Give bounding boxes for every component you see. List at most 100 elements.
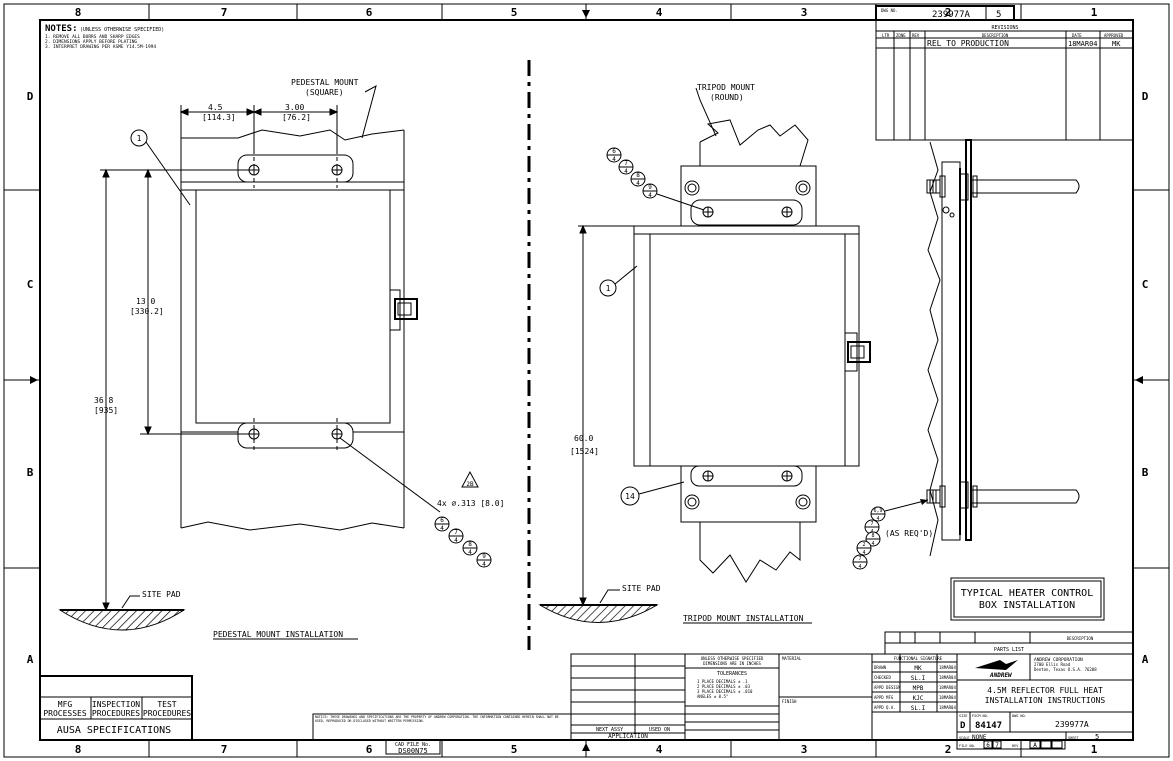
tripod-balloon-1-den: 4: [612, 156, 616, 163]
scale-label: SCALE: [959, 736, 970, 740]
zone-top-1: 1: [1091, 6, 1098, 19]
pedestal-dim-b: 3.00: [285, 103, 304, 112]
tripod-balloon-1-num: 6: [612, 148, 616, 155]
zone-top-2: 2: [945, 6, 952, 19]
rev-value: A: [1033, 742, 1037, 749]
pedestal-balloon-stack: 6 4 7 4 8 4 9 4: [434, 516, 492, 568]
tripod-dimensions: [578, 224, 634, 607]
dwg-no-label: DWG NO.: [1012, 714, 1027, 718]
zone-bottom-4: 4: [656, 743, 663, 756]
ausa-specifications: AUSA SPECIFICATIONS: [57, 725, 171, 736]
tripod-site-pad-label: SITE PAD: [622, 584, 661, 593]
pedestal-enclosure-door: [195, 189, 391, 424]
rev-col-approved: APPROVED: [1104, 33, 1124, 38]
pedestal-balloon-3-den: 4: [468, 549, 472, 556]
tripod-balloon-2-den: 4: [624, 168, 628, 175]
process-col-1-line-2: PROCESSES: [43, 709, 87, 718]
tripod-dim-total-mm: [1524]: [570, 447, 599, 456]
signoff-sig-1: MK: [914, 665, 922, 672]
signoff-sig-3: MPB: [913, 685, 924, 692]
pedestal-dim-b-mm: [76.2]: [282, 113, 311, 122]
tripod-balloon-stack: 6 4 7 4 8 4 9 4: [606, 147, 658, 199]
pedestal-latch: [389, 289, 401, 331]
side-balloon-4-den: 4: [862, 550, 865, 556]
zone-bottom-5: 5: [511, 743, 518, 756]
side-balloon-5-den: 4: [858, 564, 861, 570]
tripod-caption: TRIPOD MOUNT INSTALLATION: [683, 614, 804, 623]
tripod-item-14: 14: [625, 492, 635, 501]
tripod-bottom-bracket: [690, 465, 803, 487]
tripod-plate-nuts: [684, 180, 811, 510]
zone-top-5: 5: [511, 6, 518, 19]
tripod-enclosure: [633, 225, 860, 467]
pedestal-dim-total-mm: [935]: [94, 406, 118, 415]
pedestal-site-pad-label: SITE PAD: [142, 590, 181, 599]
rev-col-date: DATE: [1072, 33, 1082, 38]
dwg-no-value: 239977A: [1055, 720, 1089, 729]
notes-qualifier: (UNLESS OTHERWISE SPECIFIED): [80, 27, 164, 33]
material-label: MATERIAL: [782, 656, 802, 661]
company-logo-text: ANDREW: [989, 672, 1013, 679]
file-value-1: 6: [986, 742, 990, 749]
notes-title: NOTES:: [45, 24, 78, 34]
signoff-role-3: APPD DESIGN: [874, 685, 901, 690]
pedestal-item-1: 1: [137, 134, 142, 143]
process-col-2-line-2: PROCEDURES: [92, 709, 140, 718]
signoff-role-4: APPD MFG: [874, 695, 894, 700]
file-label: FILE NO.: [959, 744, 976, 748]
typical-box-line-2: BOX INSTALLATION: [979, 600, 1075, 611]
tripod-latch: [844, 332, 858, 372]
pedestal-balloon-4-den: 4: [482, 561, 486, 568]
pedestal-balloon-3-num: 8: [468, 541, 472, 548]
zone-bottom-6: 6: [366, 743, 373, 756]
side-balloon-stack: 6,9 4 7 4 8 4 2 4 7 4: [852, 506, 886, 570]
rev-col-description: DESCRIPTION: [982, 33, 1009, 38]
tol-rule-2: 2 PLACE DECIMALS ± .03: [697, 684, 751, 689]
notes-block: NOTES: (UNLESS OTHERWISE SPECIFIED) 1. R…: [45, 24, 164, 50]
rev-col-zone: ZONE: [896, 33, 906, 38]
tripod-site-pad: [538, 604, 659, 623]
process-col-1-line-1: MFG: [58, 700, 73, 709]
rev-row-description: REL TO PRODUCTION: [927, 39, 1009, 48]
tripod-top-bracket: [690, 199, 803, 226]
tripod-bolts: [702, 206, 793, 482]
tripod-item-1: 1: [606, 284, 611, 293]
rev-doc-label: DWG NO.: [881, 8, 898, 13]
notice-block: NOTICE: THESE DRAWINGS AND SPECIFICATION…: [312, 713, 572, 755]
signoff-date-4: 18MAR04: [939, 695, 956, 700]
signoff-role-5: APPD Q.A.: [874, 705, 896, 710]
cad-file-label: CAD FILE No.: [395, 742, 431, 748]
tripod-view: TRIPOD MOUNT (ROUND) 6 4 7 4 8 4 9: [538, 83, 871, 624]
pedestal-item-1-balloon: [130, 129, 148, 147]
zone-right-d: D: [1142, 90, 1149, 103]
tripod-balloon-3-den: 4: [636, 180, 640, 187]
zone-top-3: 3: [801, 6, 808, 19]
zone-right-b: B: [1142, 466, 1149, 479]
pedestal-balloon-2-num: 7: [454, 529, 458, 536]
typical-heater-box-label: TYPICAL HEATER CONTROL BOX INSTALLATION: [950, 577, 1105, 621]
sheet-value: 5: [1095, 733, 1099, 741]
pedestal-dim-a-mm: [114.3]: [202, 113, 236, 122]
application-used-on: USED ON: [649, 727, 670, 733]
signoff-date-1: 18MAR04: [939, 665, 956, 670]
tripod-item-1-balloon: [599, 279, 617, 297]
signoff-date-5: 18MAR04: [939, 705, 956, 710]
side-balloon-1-num: 6,9: [873, 508, 882, 514]
tol-line-2: DIMENSIONS ARE IN INCHES: [703, 661, 761, 666]
tripod-pole: [699, 119, 809, 583]
zone-left-a: A: [27, 653, 34, 666]
zone-right-c: C: [1142, 278, 1149, 291]
drawing-title-2: INSTALLATION INSTRUCTIONS: [985, 696, 1106, 705]
zone-top-4: 4: [656, 6, 663, 19]
process-col-2-line-1: INSPECTION: [92, 700, 140, 709]
tol-line-1: UNLESS OTHERWISE SPECIFIED: [701, 656, 764, 661]
side-balloon-3-num: 8: [871, 533, 874, 539]
tripod-enclosure-door: [649, 233, 846, 467]
process-col-3-line-2: PROCEDURES: [143, 709, 191, 718]
pedestal-balloon-1-den: 4: [440, 525, 444, 532]
pedestal-balloon-4-num: 9: [482, 553, 486, 560]
rev-label: REV: [1012, 744, 1019, 748]
file-value-2: 7: [995, 742, 999, 749]
drawing-title-1: 4.5M REFLECTOR FULL HEAT: [987, 686, 1103, 695]
pedestal-dim-total: 36.8: [94, 396, 113, 405]
